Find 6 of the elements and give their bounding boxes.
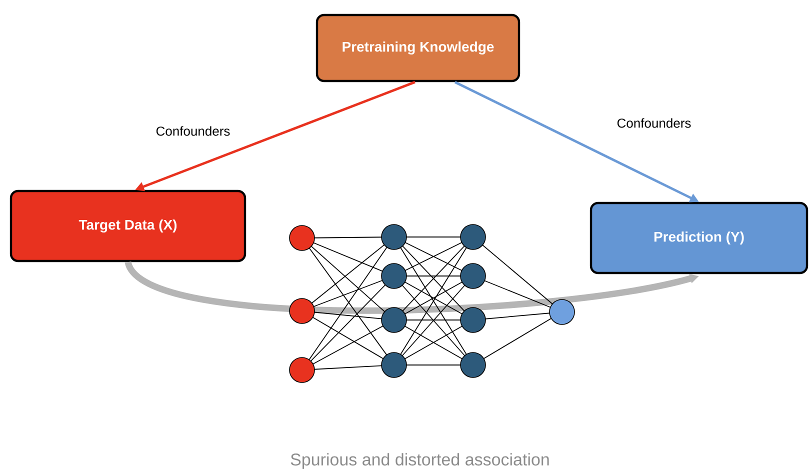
edge-label: Confounders: [154, 125, 232, 137]
caption: Spurious and distorted association: [290, 453, 549, 469]
process-box: Target Data (X): [10, 190, 246, 262]
process-box: Prediction (Y): [590, 202, 808, 274]
process-box: Pretraining Knowledge: [316, 14, 520, 82]
edge-label: Confounders: [616, 117, 692, 129]
